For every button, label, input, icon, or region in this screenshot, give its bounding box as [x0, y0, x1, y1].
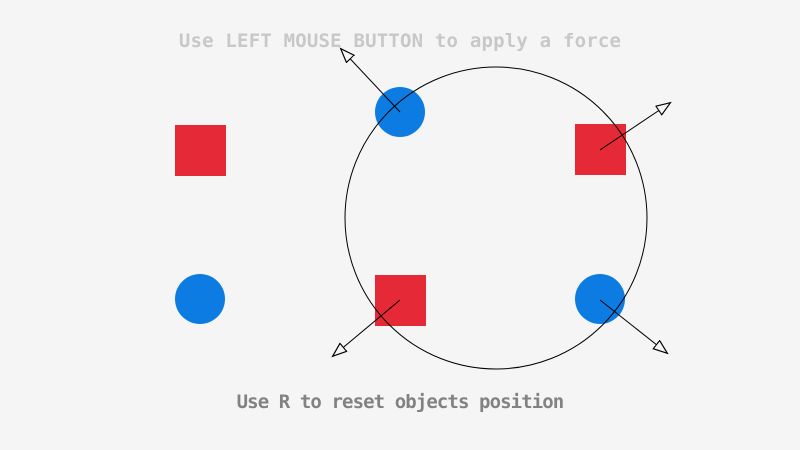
boundary-circle [344, 66, 648, 370]
red-box-idle-left[interactable] [175, 125, 226, 176]
blue-ball-bottom-right[interactable] [575, 274, 625, 324]
instruction-reset: Use R to reset objects position [236, 391, 565, 413]
red-box-bottom[interactable] [375, 275, 426, 326]
instruction-apply-force: Use LEFT MOUSE BUTTON to apply a force [178, 30, 622, 52]
force-arrow-top-right [599, 103, 670, 151]
force-arrow-top-left [341, 49, 401, 113]
blue-ball-idle-left[interactable] [175, 274, 225, 324]
force-arrow-bottom-right [599, 299, 667, 353]
force-arrow-bottom-left [333, 299, 401, 356]
